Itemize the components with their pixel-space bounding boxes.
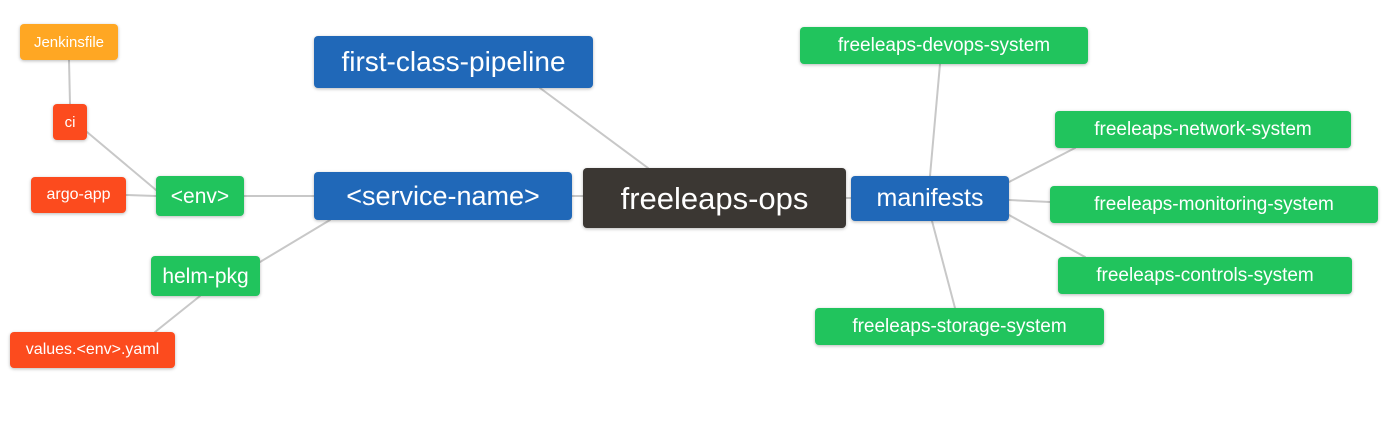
edge-manifests-to-freeleaps-storage-system [931,220,956,309]
edge-first-class-pipeline-to-freeleaps-ops [539,87,649,169]
node-freeleaps-devops-system[interactable]: freeleaps-devops-system [800,27,1088,64]
edge-jenkinsfile-to-ci [68,59,71,105]
edge-freeleaps-devops-system-to-manifests [929,63,941,177]
edge-manifests-to-freeleaps-network-system [1008,147,1076,183]
node-service-name[interactable]: <service-name> [314,172,572,220]
node-freeleaps-controls-system[interactable]: freeleaps-controls-system [1058,257,1352,294]
node-freeleaps-ops[interactable]: freeleaps-ops [583,168,846,228]
node-values-yaml[interactable]: values.<env>.yaml [10,332,175,368]
edge-values-yaml-to-helm-pkg [154,295,201,333]
node-helm-pkg[interactable]: helm-pkg [151,256,260,296]
edge-argo-app-to-env [125,194,157,197]
node-freeleaps-monitoring-system[interactable]: freeleaps-monitoring-system [1050,186,1378,223]
node-freeleaps-network-system[interactable]: freeleaps-network-system [1055,111,1351,148]
edge-manifests-to-freeleaps-monitoring-system [1008,199,1051,203]
node-jenkinsfile[interactable]: Jenkinsfile [20,24,118,60]
node-env[interactable]: <env> [156,176,244,216]
node-argo-app[interactable]: argo-app [31,177,126,213]
node-first-class-pipeline[interactable]: first-class-pipeline [314,36,593,88]
node-ci[interactable]: ci [53,104,87,140]
node-manifests[interactable]: manifests [851,176,1009,221]
edge-helm-pkg-to-service-name [259,219,331,263]
node-freeleaps-storage-system[interactable]: freeleaps-storage-system [815,308,1104,345]
